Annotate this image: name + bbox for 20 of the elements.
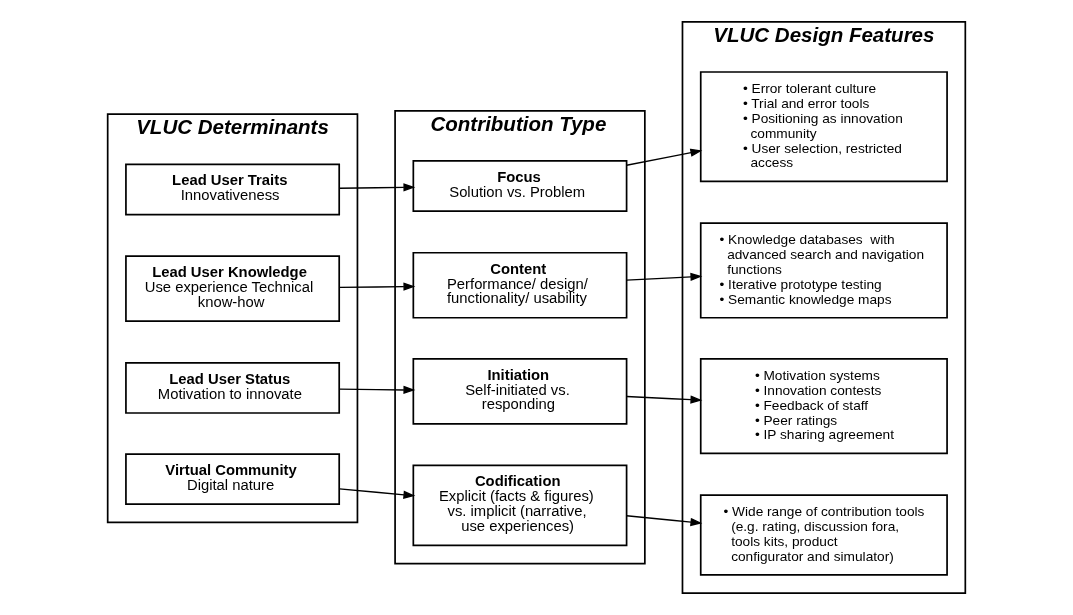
node-box: Lead User Status Motivation to innovate	[125, 361, 341, 414]
node-box: Focus Solution vs. Problem	[412, 160, 628, 212]
arrow	[625, 148, 703, 166]
node-box: • Knowledge databases with advanced search and navigation functions • Iterative prototype testing • Semantic knowledge maps	[699, 222, 948, 319]
node-box: Codification Explicit (facts & figures) vs. implicit (narrative, use experiences)	[412, 464, 628, 547]
node-box: Initiation Self-initiated vs. responding	[412, 357, 628, 425]
arrow	[338, 488, 416, 499]
node-box: • Error tolerant culture • Trial and error tools • Positioning as innovation community • User selection, restricted access	[699, 71, 948, 183]
arrow	[338, 183, 416, 192]
arrow	[625, 515, 703, 527]
node-box: Lead User Traits Innovativeness	[125, 163, 341, 216]
node-box: Virtual Community Digital nature	[125, 453, 341, 506]
node-box: • Motivation systems • Innovation contests • Feedback of staff • Peer ratings • IP sharing agreement	[699, 357, 948, 455]
arrow	[338, 282, 416, 291]
arrow	[338, 385, 416, 395]
node-box: Content Performance/ design/ functionality/ usability	[412, 251, 628, 319]
node-box: • Wide range of contribution tools (e.g. rating, discussion fora, tools kits, product configurator and simulator)	[699, 494, 948, 576]
node-box: Lead User Knowledge Use experience Technical know-how	[125, 255, 341, 323]
arrow	[625, 272, 703, 282]
arrow	[625, 395, 703, 404]
